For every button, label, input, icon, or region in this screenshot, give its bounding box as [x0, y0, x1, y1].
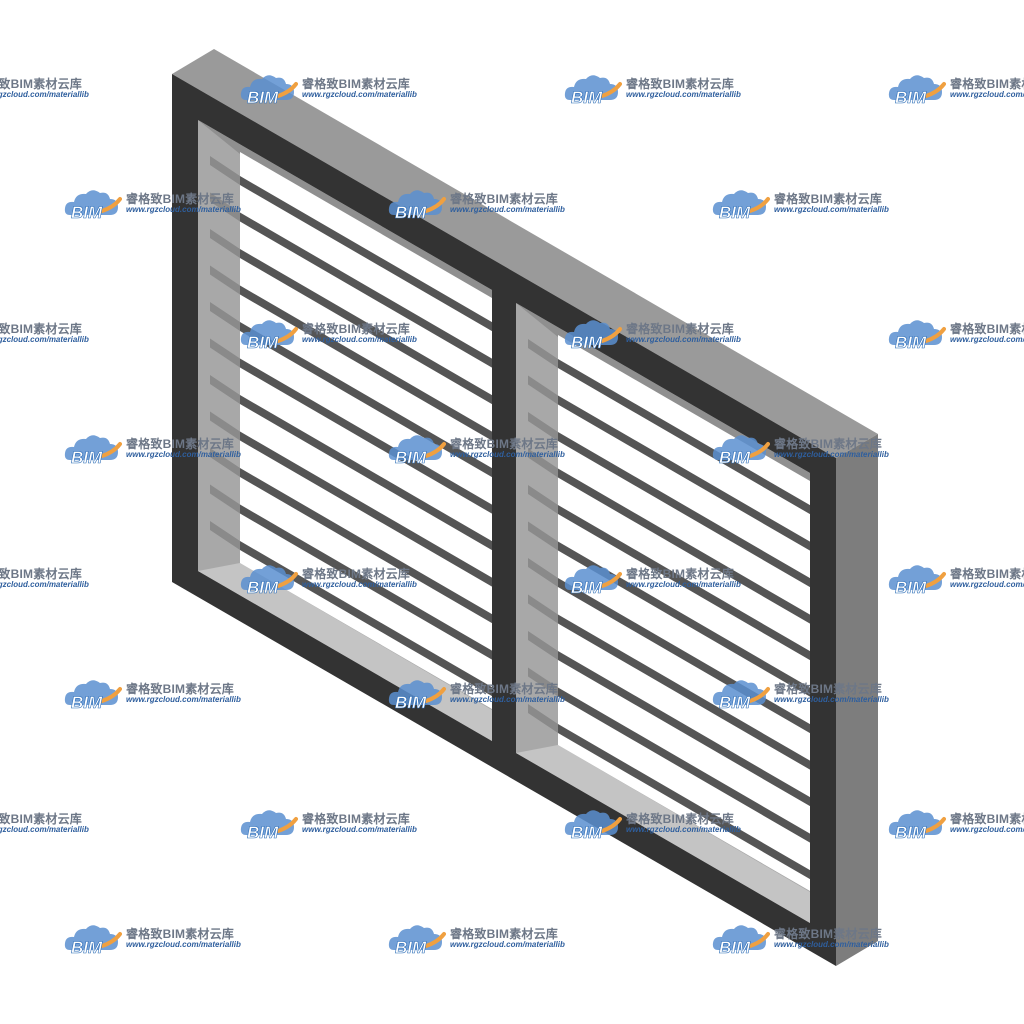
- louver-slat: [210, 448, 492, 624]
- louver-slat: [210, 156, 492, 332]
- louver-slat: [210, 411, 492, 587]
- louver-slat: [210, 265, 492, 441]
- louver-slat: [210, 521, 492, 697]
- right-louver-slats: [528, 339, 810, 880]
- left-opening-reveal-top: [198, 120, 492, 300]
- louver-slat: [210, 484, 492, 660]
- louver-slat: [528, 704, 810, 880]
- left-louver-slats: [210, 156, 492, 697]
- louver-slat: [528, 667, 810, 843]
- louver-slat: [528, 448, 810, 624]
- louver-slat: [528, 339, 810, 515]
- right-opening-reveal-bottom: [516, 745, 810, 923]
- louver-slat: [528, 375, 810, 551]
- frame-top-face: [172, 49, 878, 458]
- louver-slat: [528, 631, 810, 807]
- louver-slat: [210, 229, 492, 405]
- louver-slat: [210, 375, 492, 551]
- frame-side-face: [836, 434, 878, 966]
- louver-slat: [210, 192, 492, 368]
- louver-slat: [528, 594, 810, 770]
- louver-slat: [528, 412, 810, 588]
- louver-slat: [528, 485, 810, 661]
- louver-slat: [210, 338, 492, 514]
